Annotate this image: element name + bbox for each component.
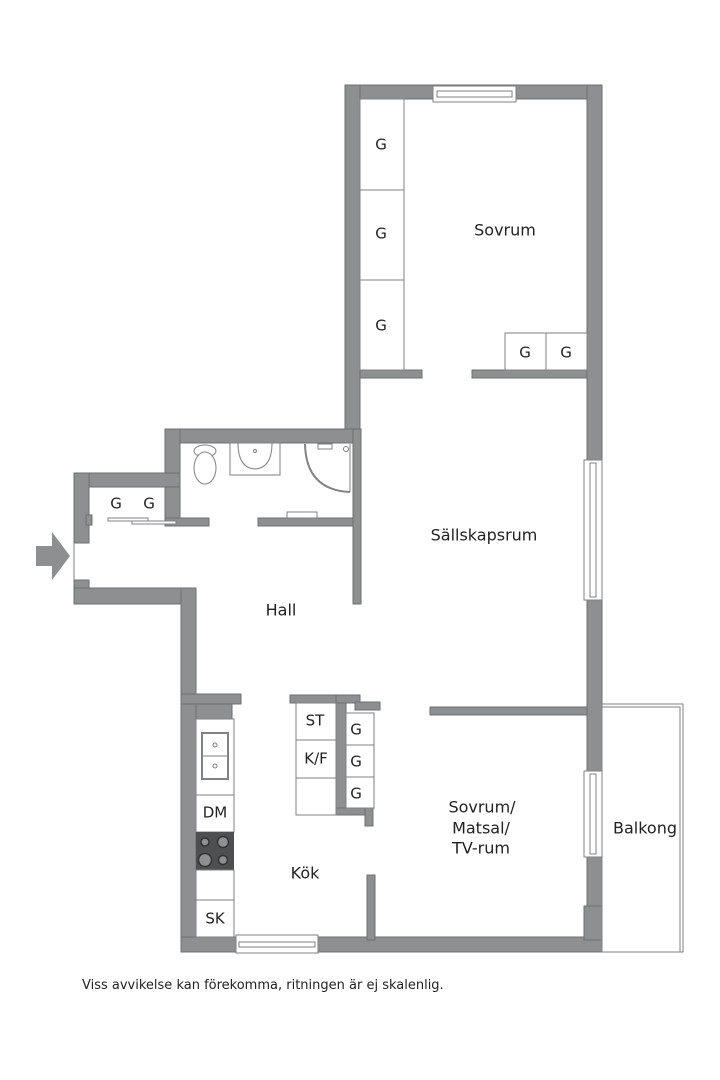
wardrobe-label: G: [375, 317, 387, 335]
sink-icon: [229, 442, 281, 476]
room-label-sovrum-line1: Sovrum/: [448, 798, 516, 817]
entrance-arrow-icon: [36, 532, 70, 580]
walls: [73, 84, 603, 953]
wardrobe-label: G: [375, 225, 387, 243]
room-labels: Sovrum Sällskapsrum Hall Kök Sovrum/ Mat…: [266, 221, 677, 883]
room-label-kok: Kök: [291, 864, 320, 883]
hall-wardrobes: G G: [107, 495, 177, 525]
wardrobe-label: G: [350, 753, 362, 771]
fridge-freezer-label: K/F: [304, 750, 328, 768]
wardrobe-label: G: [375, 136, 387, 154]
kitchen-appliances: ST K/F G G G: [295, 702, 375, 816]
balcony: [601, 703, 684, 953]
wardrobe-label: G: [110, 495, 122, 513]
room-label-tvrum-line3: TV-rum: [451, 839, 510, 858]
room-label-hall: Hall: [266, 601, 297, 620]
double-sink-icon: [201, 732, 229, 780]
room-label-sallskapsrum: Sällskapsrum: [431, 526, 538, 545]
wardrobe-label: G: [350, 785, 362, 803]
cabinet-label: SK: [205, 910, 226, 928]
stove-icon: [196, 832, 234, 870]
bathroom-fixtures: [193, 442, 351, 519]
room-label-balkong: Balkong: [613, 819, 677, 838]
dishwasher-label: DM: [203, 804, 228, 822]
kitchen-counter: DM SK: [195, 718, 235, 938]
wardrobe-label: G: [350, 721, 362, 739]
disclaimer-text: Viss avvikelse kan förekomma, ritningen …: [82, 978, 444, 993]
sovrum-wardrobes: G G G G G: [359, 98, 588, 371]
wardrobe-label: G: [560, 344, 572, 362]
radiator-icon: [286, 511, 318, 519]
wardrobe-label: G: [519, 344, 531, 362]
shower-icon: [304, 443, 351, 493]
windows: [235, 85, 603, 954]
wardrobe-label: G: [143, 495, 155, 513]
room-label-matsal-line2: Matsal/: [452, 819, 510, 838]
toilet-icon: [193, 444, 217, 485]
room-label-sovrum: Sovrum: [474, 221, 536, 240]
freezer-label: ST: [306, 712, 326, 730]
